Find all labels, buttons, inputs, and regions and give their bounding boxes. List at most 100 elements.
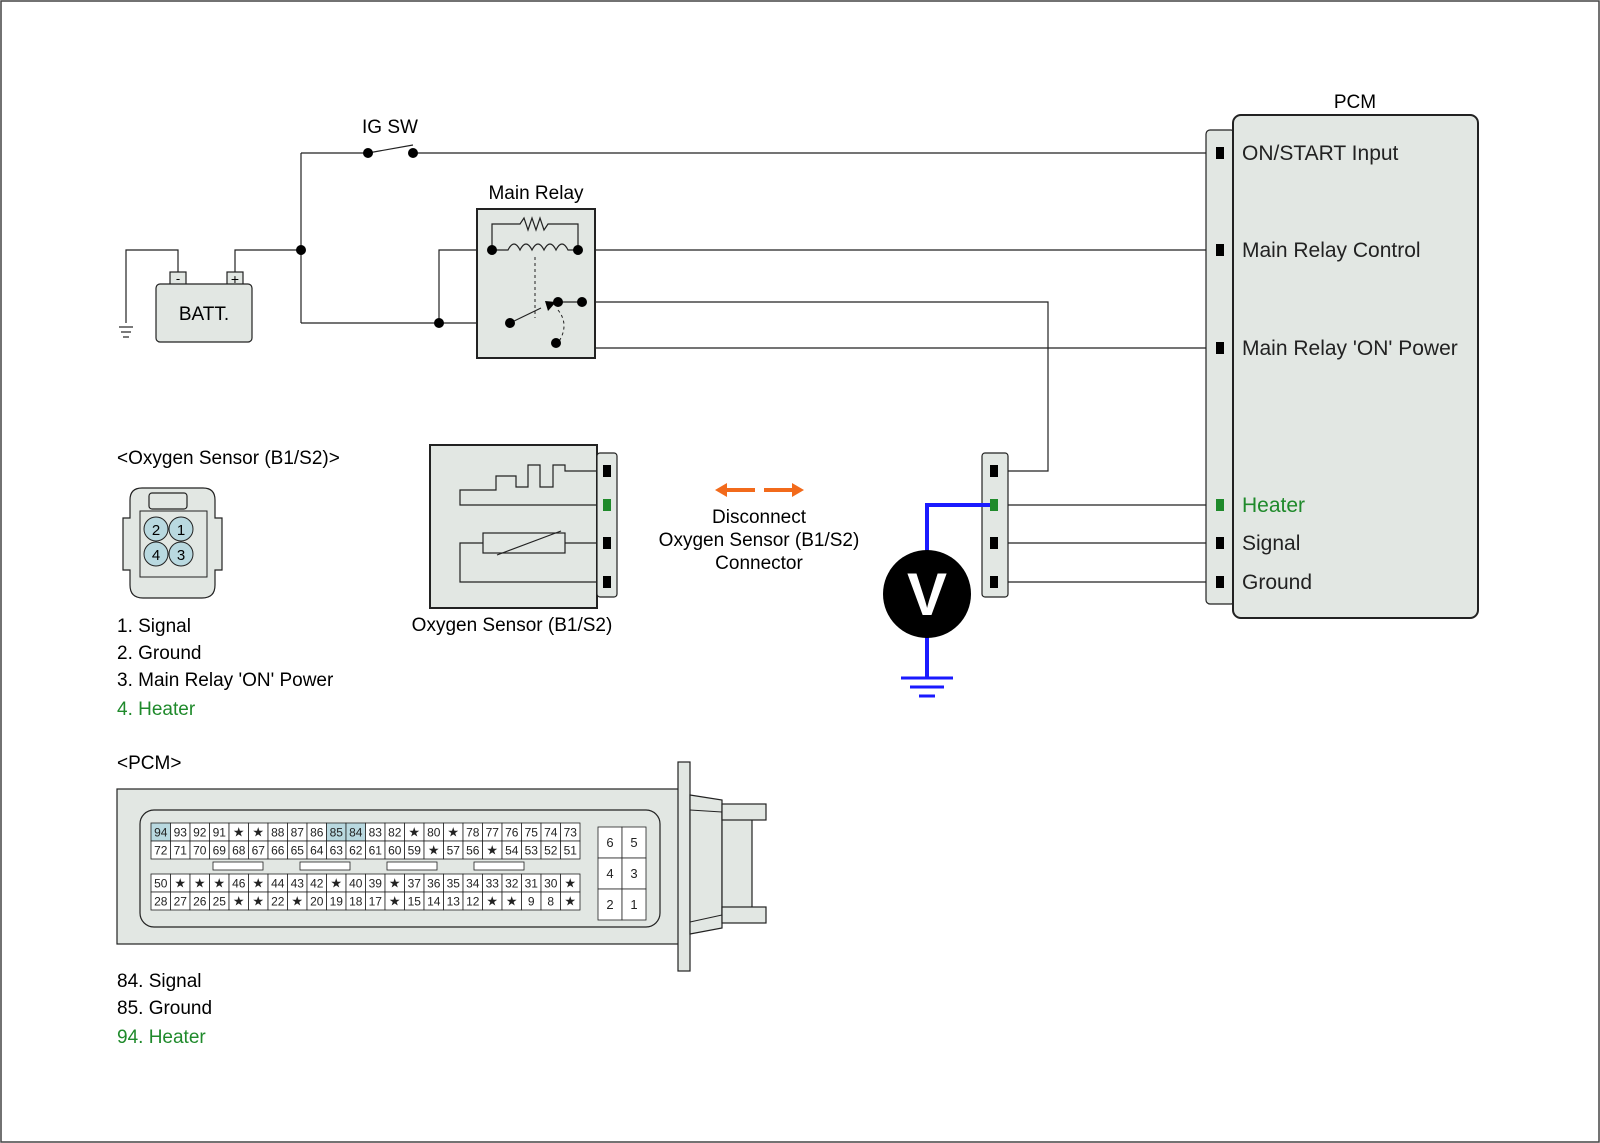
pcm-aux-pin-number: 2 [606,897,613,912]
pcm-pin-number: 75 [525,826,539,840]
disconnect-line-3: Connector [715,553,803,574]
pcm-pin-number: 85 [330,826,344,840]
pcm-pin-number: 91 [213,826,227,840]
pcm-pin-number: 94 [154,826,168,840]
pcm-pin-number: 87 [291,826,305,840]
pcm-pin-number: 12 [466,895,480,909]
pcm-pin-number: ★ [174,876,186,891]
pcm-key-slot [299,861,351,871]
pcm-pin-cell [560,891,581,911]
conn-legend-3: 3. Main Relay 'ON' Power [117,670,334,691]
pcm-pin-4 [1216,537,1224,549]
pcm-pin-label: Heater [1242,494,1305,517]
pcm-pin-number: 83 [369,826,383,840]
pcm-pin-number: ★ [252,876,264,891]
pcm-pin-number: 26 [193,895,207,909]
pcm-pin-0 [1216,147,1224,159]
pcm-pin-number: ★ [252,894,264,909]
pcm-pin-number: 70 [193,844,207,858]
pcm-pin-number: 22 [271,895,285,909]
pcm-title: PCM [1334,92,1376,113]
pcm-pin-number: 8 [547,895,554,909]
pcm-aux-pin-cell [597,857,623,890]
pcm-pin-number: 28 [154,895,168,909]
pcm-pin-cell [560,840,581,860]
pcm-aux-pin-number: 3 [630,866,637,881]
pcm-pin-number: 86 [310,826,324,840]
pcm-pin-number: 69 [213,844,227,858]
pcm-connector-title: <PCM> [117,753,181,774]
pcm-pin-number: ★ [389,876,401,891]
pcm-legend-85: 85. Ground [117,998,212,1019]
pcm-pin-number: ★ [447,825,459,840]
pcm-pin-number: 13 [447,895,461,909]
pcm-pin-number: 76 [505,826,519,840]
disconnect-line-2: Oxygen Sensor (B1/S2) [659,530,860,551]
battery: - + BATT. [155,271,253,343]
pcm-pin-number: 64 [310,844,324,858]
oxygen-connector-view: <Oxygen Sensor (B1/S2)> 2 1 4 3 1. Signa… [117,448,340,720]
pcm-pin-number: ★ [194,876,206,891]
pcm-pin-number: 56 [466,844,480,858]
pcm-pin-number: ★ [389,894,401,909]
pcm-aux-pin-cell [621,826,647,859]
pcm-pin-number: ★ [486,894,498,909]
main-relay: Main Relay [476,183,596,359]
pcm-pin-number: 44 [271,877,285,891]
pcm-pin-number: ★ [564,876,576,891]
pcm-pin-number: 32 [505,877,519,891]
pcm-pin-number: 51 [564,844,578,858]
pcm-aux-pin-number: 4 [606,866,613,881]
pcm-pin-number: ★ [252,825,264,840]
pcm-pin-number: 50 [154,877,168,891]
battery-label: BATT. [179,304,229,325]
voltmeter: V [883,503,990,698]
pcm-pin-number: 71 [174,844,188,858]
pcm-pin-number: 25 [213,895,227,909]
test-connector [981,452,1009,598]
ignition-switch: IG SW [362,117,418,158]
pcm-pin-number: 42 [310,877,324,891]
conn-legend-2: 2. Ground [117,643,202,664]
pcm-pin-number: 52 [544,844,558,858]
pcm-pin-number: 14 [427,895,441,909]
pcm-pin-number: 9 [528,895,535,909]
pcm-pin-number: 59 [408,844,422,858]
pcm-pin-number: ★ [564,894,576,909]
pcm-pin-number: 60 [388,844,402,858]
pcm-pin-label: ON/START Input [1242,142,1399,165]
pcm-pin-number: ★ [428,843,440,858]
pcm-pin-number: 30 [544,877,558,891]
pcm-pin-number: 74 [544,826,558,840]
conn-pin-3: 3 [177,547,185,564]
pcm-pin-number: 92 [193,826,207,840]
pcm-pin-number: 66 [271,844,285,858]
pcm-pin-number: 33 [486,877,500,891]
pcm-pin-number: 93 [174,826,188,840]
pcm-pin-number: 37 [408,877,422,891]
oxygen-sensor-schematic: Oxygen Sensor (B1/S2) [412,444,618,636]
pcm-pin-number: 54 [505,844,519,858]
pcm-pin-number: 63 [330,844,344,858]
pcm-pin-number: ★ [213,876,225,891]
pcm-aux-pin-number: 6 [606,835,613,850]
meter-ground-icon [901,676,953,698]
main-relay-label: Main Relay [488,183,584,204]
oxygen-sensor-label: Oxygen Sensor (B1/S2) [412,615,613,636]
pcm-pin-number: 82 [388,826,402,840]
pcm-pin-number: 68 [232,844,246,858]
pcm-pin-number: ★ [330,876,342,891]
pcm-pin-number: 18 [349,895,363,909]
pcm-pin-number: ★ [233,894,245,909]
pcm-pin-number: 84 [349,826,363,840]
conn-pin-1: 1 [177,522,185,539]
pcm-pin-label: Main Relay Control [1242,239,1421,262]
pcm-pin-5 [1216,576,1224,588]
pcm-pin-number: 78 [466,826,480,840]
pcm-aux-pin-number: 1 [630,897,637,912]
pcm-pin-number: 15 [408,895,422,909]
pcm-pin-number: ★ [291,894,303,909]
pcm-pin-number: 67 [252,844,266,858]
pcm-pin-number: 72 [154,844,168,858]
